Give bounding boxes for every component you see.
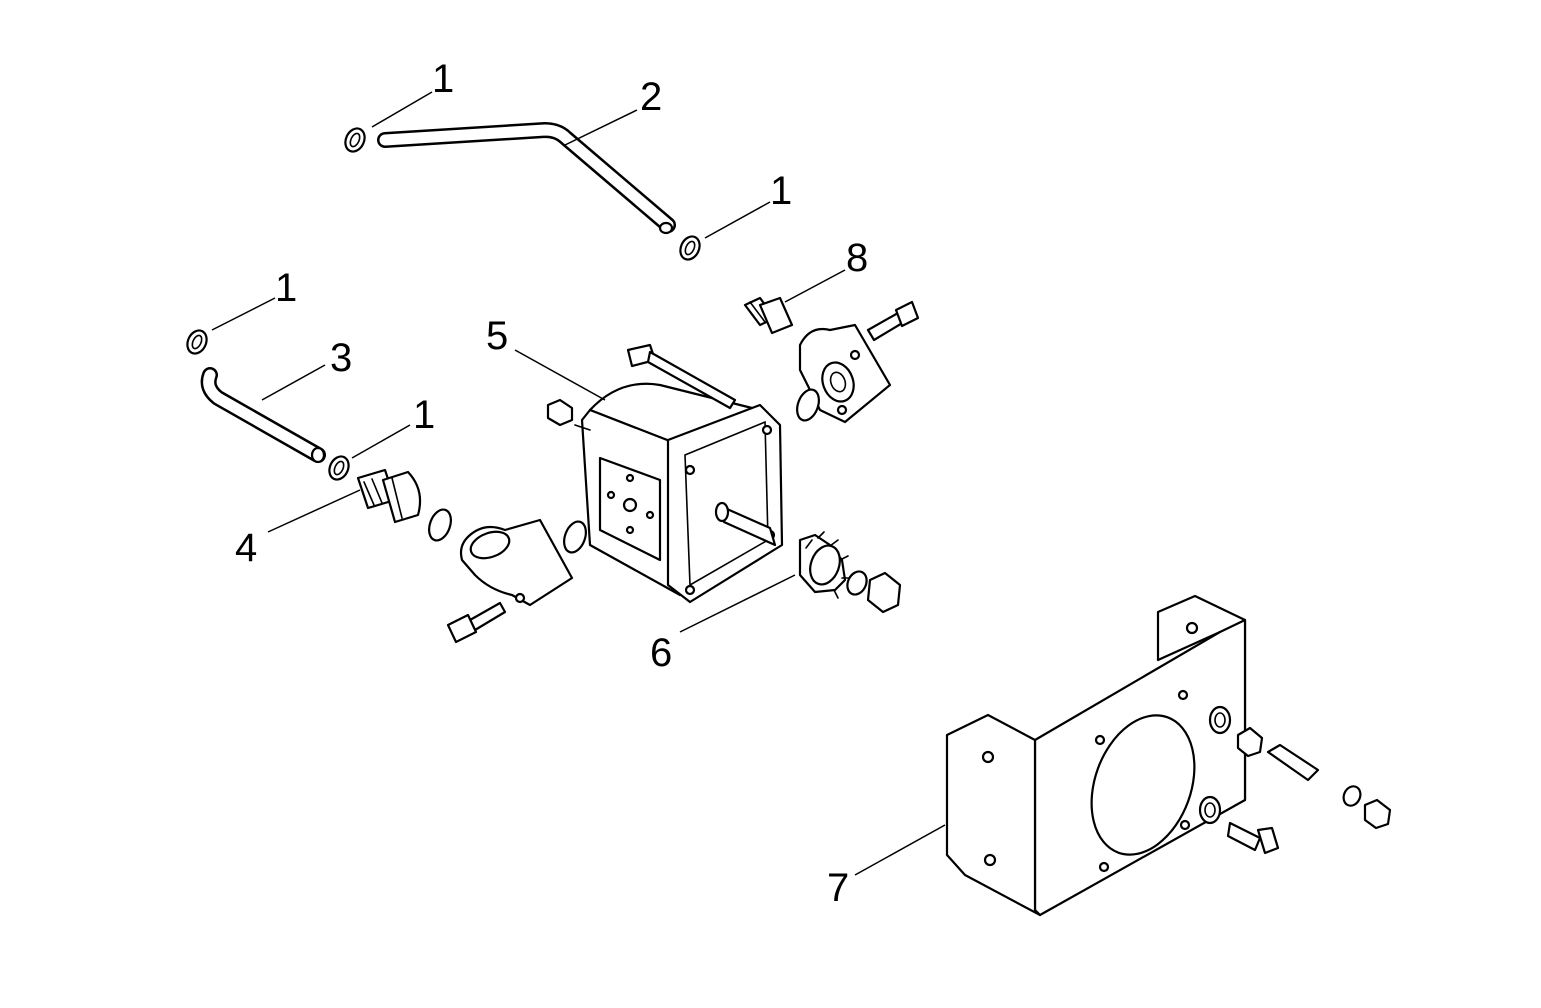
nut-pump-left [546, 398, 574, 427]
callout-5: 5 [486, 314, 508, 358]
washer-part-1d [328, 455, 350, 481]
gear-part-6 [798, 531, 851, 599]
callout-1: 1 [432, 57, 454, 101]
callout-1: 1 [413, 393, 435, 437]
bolt-pump-top [626, 343, 737, 410]
elbow-flange-right [798, 323, 892, 424]
callout-6: 6 [650, 631, 672, 675]
o-ring [563, 520, 587, 554]
callout-3: 3 [330, 336, 352, 380]
callout-1: 1 [275, 266, 297, 310]
callout-4: 4 [235, 526, 257, 570]
bracket-hardware [1226, 726, 1392, 855]
tube-part-3 [200, 367, 326, 464]
washer-part-1c [186, 329, 208, 355]
elbow-flange-left [459, 518, 574, 607]
callout-2: 2 [640, 75, 662, 119]
bolt-left [446, 601, 507, 644]
bolt-right [866, 300, 920, 342]
washer-gear [846, 570, 868, 596]
callout-7: 7 [827, 866, 849, 910]
fitting-part-8 [743, 296, 794, 335]
mounting-bracket-part-7 [945, 594, 1247, 917]
washer-part-1a [344, 127, 366, 153]
leader-lines [211, 91, 946, 876]
nut-gear [866, 571, 902, 614]
fitting-part-4 [356, 468, 422, 524]
pump-body-part-5 [574, 382, 784, 604]
o-ring [796, 388, 820, 422]
tube-part-2 [377, 122, 676, 235]
washer-part-1b [679, 235, 701, 261]
callout-8: 8 [846, 236, 868, 280]
o-ring [428, 508, 452, 542]
callout-1: 1 [770, 169, 792, 213]
